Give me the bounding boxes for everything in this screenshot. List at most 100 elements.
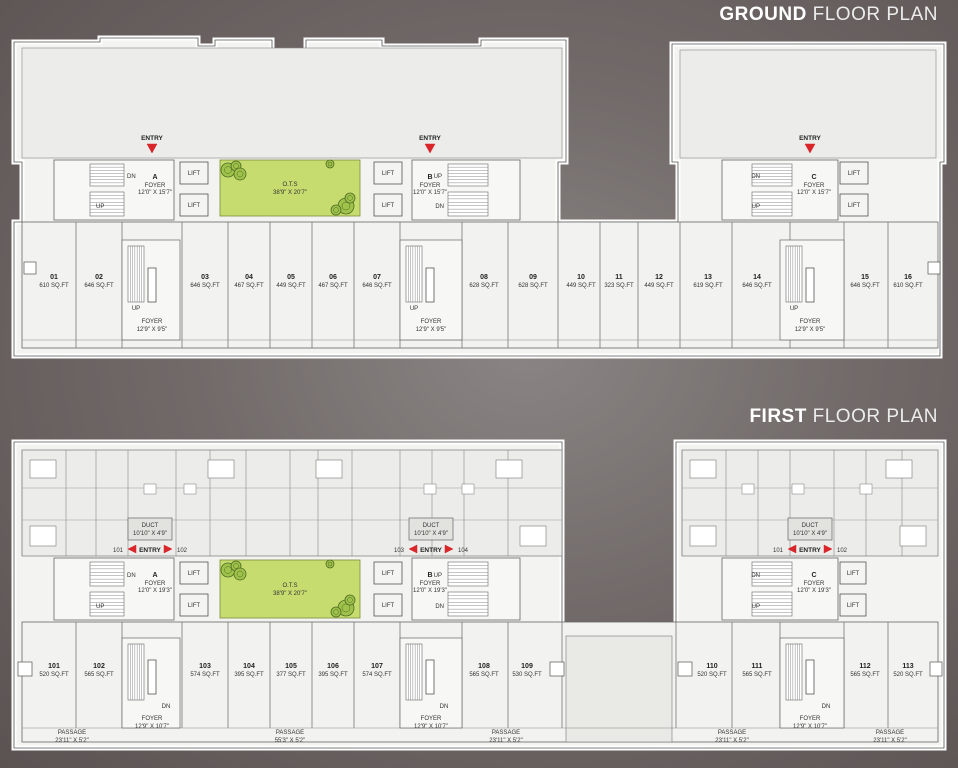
unit-area: 646 SQ.FT [190, 283, 220, 289]
foyer-size: 12'9" X 9'5" [416, 327, 447, 333]
bed-icon [495, 459, 523, 479]
unit-area: 467 SQ.FT [234, 283, 264, 289]
unit-area: 565 SQ.FT [84, 672, 114, 678]
foyer-label: FOYER [800, 319, 821, 325]
entry-arrow-right-icon [823, 544, 833, 554]
foyer-dn-label: DN [162, 704, 171, 710]
ground-lift-4-label: LIFT [382, 203, 395, 209]
ground-stair-b-top [447, 163, 489, 187]
bed-icon [29, 525, 57, 547]
core-foyer-label: FOYER [804, 183, 825, 189]
unit-number: 01 [50, 274, 58, 281]
bed-icon [885, 459, 913, 479]
foyer-label: FOYER [421, 716, 442, 722]
first-lift-3 [373, 561, 403, 585]
door-number-left: 101 [113, 548, 124, 554]
table-icon [461, 483, 475, 495]
passage-label: PASSAGE [276, 730, 304, 736]
tree-icon [341, 603, 351, 613]
tree-icon [236, 570, 244, 578]
unit-number: 13 [704, 274, 712, 281]
stair-up-label: UP [96, 604, 104, 610]
first-apartments-west [21, 449, 563, 557]
foyer-dn-label: DN [440, 704, 449, 710]
tree-icon [341, 201, 351, 211]
unit-area: 646 SQ.FT [850, 283, 880, 289]
unit-number: 103 [199, 663, 211, 670]
foyer-size: 12'9" X 9'5" [137, 327, 168, 333]
first-lift-1 [179, 561, 209, 585]
ground-foyer-stair-2 [405, 245, 423, 303]
ground-floor-title: GROUND FLOOR PLAN [719, 4, 938, 26]
unit-number: 105 [285, 663, 297, 670]
unit-number: 102 [93, 663, 105, 670]
unit-number: 09 [529, 274, 537, 281]
unit-area: 377 SQ.FT [276, 672, 306, 678]
tree-icon [330, 606, 342, 618]
unit-area: 565 SQ.FT [850, 672, 880, 678]
bed-icon [519, 525, 547, 547]
unit-number: 16 [904, 274, 912, 281]
unit-number: 05 [287, 274, 295, 281]
duct-box [127, 517, 173, 541]
first-foyer-stair-1 [127, 643, 145, 701]
ground-title-light: FLOOR PLAN [812, 4, 938, 25]
bed-icon [689, 525, 717, 547]
first-lift-4-label: LIFT [382, 603, 395, 609]
first-stair-c-top [751, 561, 793, 587]
unit-area: 574 SQ.FT [190, 672, 220, 678]
foyer-size: 12'9" X 10'7" [135, 724, 169, 730]
first-foyer-stair-2 [405, 643, 423, 701]
tree-icon [333, 207, 339, 213]
unit-area: 628 SQ.FT [469, 283, 499, 289]
table-icon [791, 483, 805, 495]
window-icon [927, 261, 941, 275]
core-foyer-label: FOYER [804, 581, 825, 587]
unit-area: 323 SQ.FT [604, 283, 634, 289]
stair-dn-label: DN [127, 174, 136, 180]
entry-arrow-icon [424, 143, 436, 154]
tree-icon [325, 559, 335, 569]
ground-foyer-stair-1 [127, 245, 145, 303]
core-foyer-label: FOYER [420, 581, 441, 587]
stair-up-label: UP [434, 573, 442, 579]
entry-arrow-left-icon [127, 544, 137, 554]
unit-area: 646 SQ.FT [84, 283, 114, 289]
foyer-label: FOYER [142, 319, 163, 325]
unit-number: 111 [752, 663, 763, 670]
unit-number: 11 [615, 274, 623, 281]
unit-area: 610 SQ.FT [893, 283, 923, 289]
duct-size: 10'10" X 4'9" [793, 531, 827, 537]
first-floor-title: FIRST FLOOR PLAN [749, 406, 938, 428]
tree-icon [327, 161, 333, 167]
duct-label: DUCT [423, 523, 440, 529]
tree-icon [233, 563, 239, 569]
passage-size: 23'11" X 5'2" [55, 738, 88, 744]
door-number-right: 102 [837, 548, 848, 554]
tree-icon [236, 170, 244, 178]
unit-area: 628 SQ.FT [518, 283, 548, 289]
first-foyer-stair-3 [785, 643, 803, 701]
first-lift-6-label: LIFT [847, 603, 860, 609]
first-lift-1-label: LIFT [188, 571, 201, 577]
foyer-label: FOYER [142, 716, 163, 722]
unit-number: 12 [655, 274, 663, 281]
table-icon [183, 483, 197, 495]
unit-area: 565 SQ.FT [469, 672, 499, 678]
stair-dn-label: DN [751, 573, 760, 579]
core-foyer-label: FOYER [145, 183, 166, 189]
ground-lift-5-label: LIFT [848, 171, 861, 177]
stair-up-label: UP [434, 174, 442, 180]
door-number-left: 101 [773, 548, 784, 554]
unit-number: 10 [577, 274, 585, 281]
core-foyer-label: FOYER [420, 183, 441, 189]
duct-box [408, 517, 454, 541]
core-letter: A [152, 572, 157, 579]
unit-number: 101 [48, 663, 60, 670]
foyer-label: FOYER [421, 319, 442, 325]
core-foyer-size: 12'0" X 19'3" [138, 588, 172, 594]
stair-landing [147, 267, 157, 303]
passage-label: PASSAGE [58, 730, 86, 736]
ground-lift-1 [179, 161, 209, 185]
